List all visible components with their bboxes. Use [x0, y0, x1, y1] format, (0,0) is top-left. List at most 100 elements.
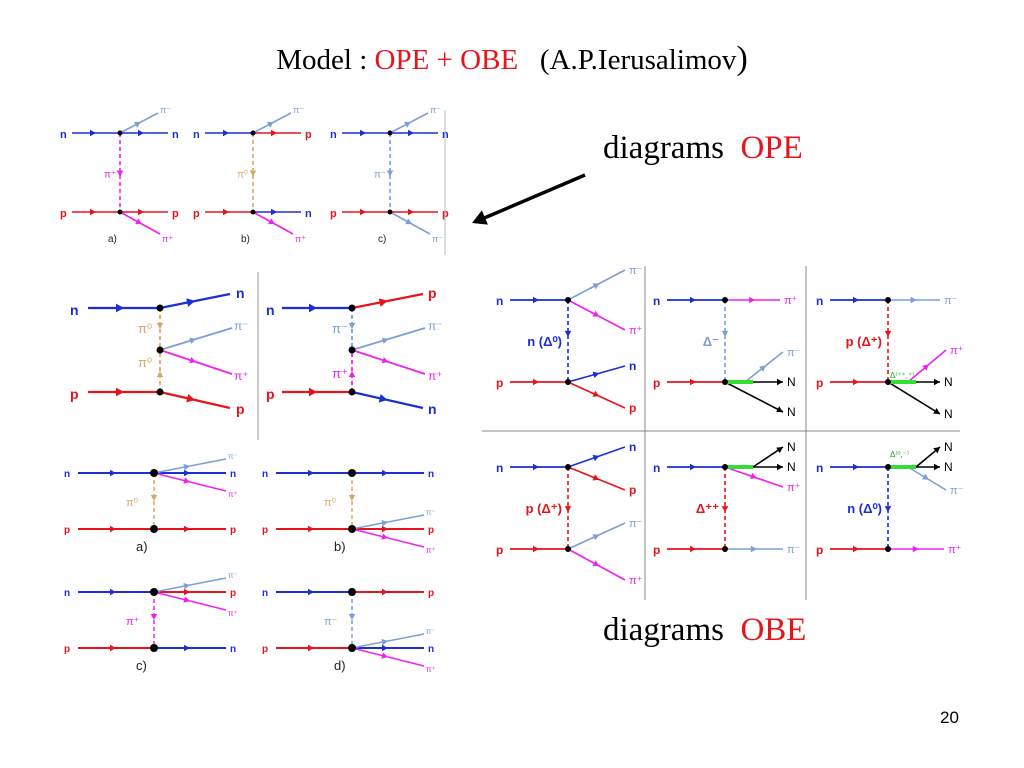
top-out-arrow — [382, 588, 388, 596]
pion-minus-out-arrow — [381, 638, 388, 646]
label-pi-plus: π⁺ — [228, 609, 238, 618]
label-exchange: Δ⁺⁺ — [696, 501, 719, 516]
exchange-baryon-arrow — [721, 330, 729, 337]
neutron-in-arrow — [853, 296, 859, 304]
outgoing-1-arrow — [592, 474, 600, 481]
label-pi-plus: π⁺ — [228, 490, 238, 499]
exchange-baryon-arrow — [884, 506, 892, 513]
proton-in-arrow — [223, 208, 229, 216]
label-p-in: p — [266, 386, 275, 402]
obe-label-text: diagrams — [603, 612, 724, 648]
label-p-in: p — [262, 525, 268, 536]
neutron-in-arrow — [690, 463, 696, 471]
outgoing-2-arrow — [750, 472, 757, 480]
label-exchange: π⁰ — [324, 497, 337, 509]
label-outgoing-2: n — [629, 359, 636, 373]
label-pi-plus: π⁺ — [428, 369, 443, 383]
label-pi-plus: π⁺ — [426, 546, 436, 555]
label-outgoing-3: π⁺ — [629, 575, 643, 587]
label-top-out: p — [305, 129, 312, 141]
label-p-in: p — [496, 543, 503, 557]
slide-title: Model : OPE + OBE (A.P.Ierusalimov) — [0, 40, 1024, 78]
label-exchange: π⁰ — [126, 497, 139, 509]
label-top-out: n — [230, 469, 236, 480]
exchange-pion-arrow — [348, 495, 356, 501]
caption: b) — [241, 234, 250, 245]
label-p-in: p — [60, 208, 67, 220]
label-pi-minus: π⁻ — [228, 571, 238, 580]
vertex-dot — [885, 297, 891, 303]
label-exchange: π⁺ — [104, 170, 116, 181]
exchange-baryon-arrow — [884, 330, 892, 337]
label-p-in: p — [262, 644, 268, 655]
bot-out-arrow — [382, 644, 388, 652]
label-outgoing-0: N — [944, 440, 953, 454]
exchange-baryon-arrow — [564, 506, 572, 513]
outgoing-0-arrow — [749, 296, 756, 304]
label-p-in: p — [496, 376, 503, 390]
neutron-in-arrow — [533, 463, 539, 471]
label-bot-out: p — [428, 525, 434, 536]
label-outgoing-0: π⁻ — [629, 265, 643, 277]
obe-diagrams-label: diagrams OBE — [603, 612, 806, 649]
vertex-dot — [348, 588, 356, 596]
label-outgoing-2: π⁻ — [629, 518, 643, 530]
proton-in-arrow — [309, 387, 317, 397]
exchange-baryon-arrow — [564, 330, 572, 337]
label-pi-minus: π⁻ — [426, 627, 436, 636]
label-lower-pion: π⁻ — [432, 234, 443, 244]
proton-in-arrow — [853, 378, 859, 386]
proton-in-arrow — [90, 208, 96, 216]
outgoing-2-end-arrow — [777, 378, 783, 386]
vertex-dot — [722, 464, 728, 470]
vertex-dot — [565, 379, 571, 385]
exchange-baryon-arrow — [721, 506, 729, 513]
label-top-out: n — [172, 129, 179, 141]
label-exchange: π⁺ — [126, 616, 140, 628]
neutron-in-arrow — [690, 296, 696, 304]
pion-minus-out-arrow — [189, 337, 196, 344]
outgoing-0 — [752, 446, 784, 468]
label-n-in: n — [193, 129, 200, 141]
label-n-in: n — [653, 294, 660, 308]
exchange-lower-arrow — [348, 371, 356, 377]
label-outgoing-2: π⁻ — [950, 485, 964, 497]
outgoing-1-arrow — [922, 364, 929, 371]
label-bot-out: n — [305, 208, 312, 220]
label-bot-out: n — [230, 644, 236, 655]
pion-plus-out-arrow — [183, 596, 190, 603]
outgoing-3 — [724, 381, 784, 413]
label-exchange: π⁻ — [374, 170, 386, 181]
label-resonance: Δ⁽⁺⁺,⁺⁾ — [890, 371, 914, 380]
label-p-in: p — [64, 644, 70, 655]
outgoing-3-end-arrow — [933, 408, 940, 414]
pion-lower-out-arrow — [405, 218, 412, 225]
vertex-dot — [150, 469, 158, 477]
label-n-in: n — [262, 588, 268, 599]
pion-minus-out-arrow — [134, 121, 141, 128]
label-pi-plus: π⁺ — [426, 665, 436, 674]
label-p-in: p — [816, 543, 823, 557]
label-pi-minus: π⁻ — [160, 105, 171, 115]
caption: c) — [136, 658, 147, 673]
outgoing-0-end-arrow — [933, 447, 940, 454]
ope-diagrams-label: diagrams OPE — [603, 130, 803, 167]
top-out-arrow — [408, 129, 414, 137]
label-exchange: p (Δ⁺) — [526, 501, 562, 516]
label-top-out: p — [428, 588, 434, 599]
pion-plus-out-arrow — [183, 477, 190, 484]
title-suffix: (A.P.Ierusalimov — [539, 44, 737, 76]
label-outgoing-2: N — [787, 375, 796, 389]
vertex-dot — [150, 525, 158, 533]
proton-out-arrow — [378, 298, 388, 307]
outgoing-1-end-arrow — [934, 463, 940, 471]
label-p-out: p — [428, 285, 437, 301]
label-p-in: p — [193, 208, 200, 220]
vertex-dot — [885, 464, 891, 470]
pion-plus-out-arrow — [189, 356, 196, 364]
label-n-in: n — [496, 461, 503, 475]
title-prefix: Model : — [276, 44, 375, 76]
title-highlight: OPE + OBE — [374, 44, 519, 76]
label-outgoing-1: π⁻ — [787, 347, 801, 359]
